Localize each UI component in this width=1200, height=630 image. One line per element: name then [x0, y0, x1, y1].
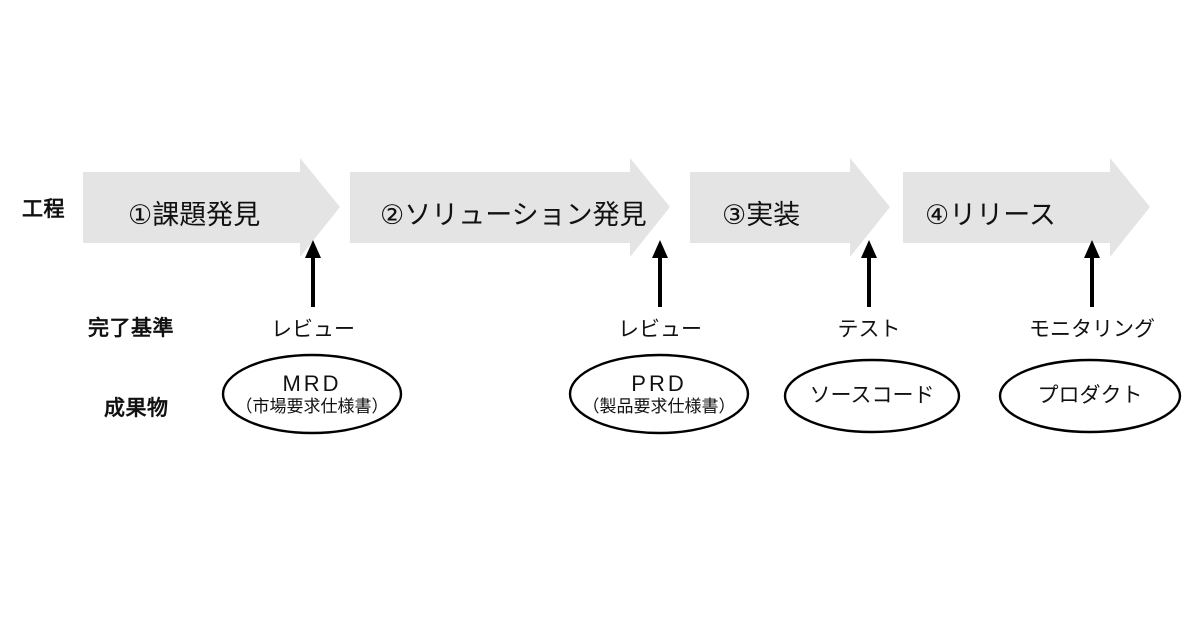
phase-label-2[interactable]: ②ソリューション発見 [380, 200, 647, 230]
deliverable-text-product: プロダクト [1038, 384, 1143, 408]
phase-arrow-1-shape [83, 158, 340, 257]
deliverable-main-prd: PRD [631, 371, 687, 397]
connector-arrow-1 [305, 240, 321, 307]
deliverable-ellipse-mrd [221, 353, 403, 435]
connector-arrow-3 [861, 240, 877, 307]
deliverable-text-source-code: ソースコード [810, 384, 935, 408]
phase-arrow-2-shape [350, 158, 670, 257]
connector-arrow-4 [1084, 240, 1100, 307]
deliverable-sub-mrd: （市場要求仕様書） [235, 396, 389, 416]
row-label-deliverable: 成果物 [104, 397, 169, 420]
deliverable-text-mrd: MRD （市場要求仕様書） [236, 372, 389, 416]
phase-label-1[interactable]: ①課題発見 [128, 200, 261, 230]
criteria-label-3: テスト [837, 318, 901, 341]
deliverable-ellipse-source-code [783, 358, 961, 434]
deliverable-main-source-code: ソースコード [809, 384, 935, 408]
phase-label-4[interactable]: ④リリース [925, 200, 1056, 230]
phase-arrow-4-shape [903, 158, 1150, 257]
row-label-process: 工程 [22, 198, 65, 221]
deliverable-ellipse-product [998, 358, 1182, 434]
deliverable-main-mrd: MRD [282, 371, 342, 397]
deliverable-ellipse-prd [568, 353, 750, 435]
phase-arrow-3-shape [690, 158, 890, 257]
phase-label-3[interactable]: ③実装 [722, 200, 801, 230]
deliverable-text-prd: PRD （製品要求仕様書） [583, 372, 736, 416]
deliverable-sub-prd: （製品要求仕様書） [582, 396, 736, 416]
deliverable-main-product: プロダクト [1037, 384, 1143, 408]
criteria-label-4: モニタリング [1029, 318, 1155, 341]
connector-arrow-2 [652, 240, 668, 307]
criteria-label-1: レビュー [271, 318, 355, 341]
row-label-criteria: 完了基準 [88, 317, 174, 340]
criteria-label-2: レビュー [618, 318, 702, 341]
